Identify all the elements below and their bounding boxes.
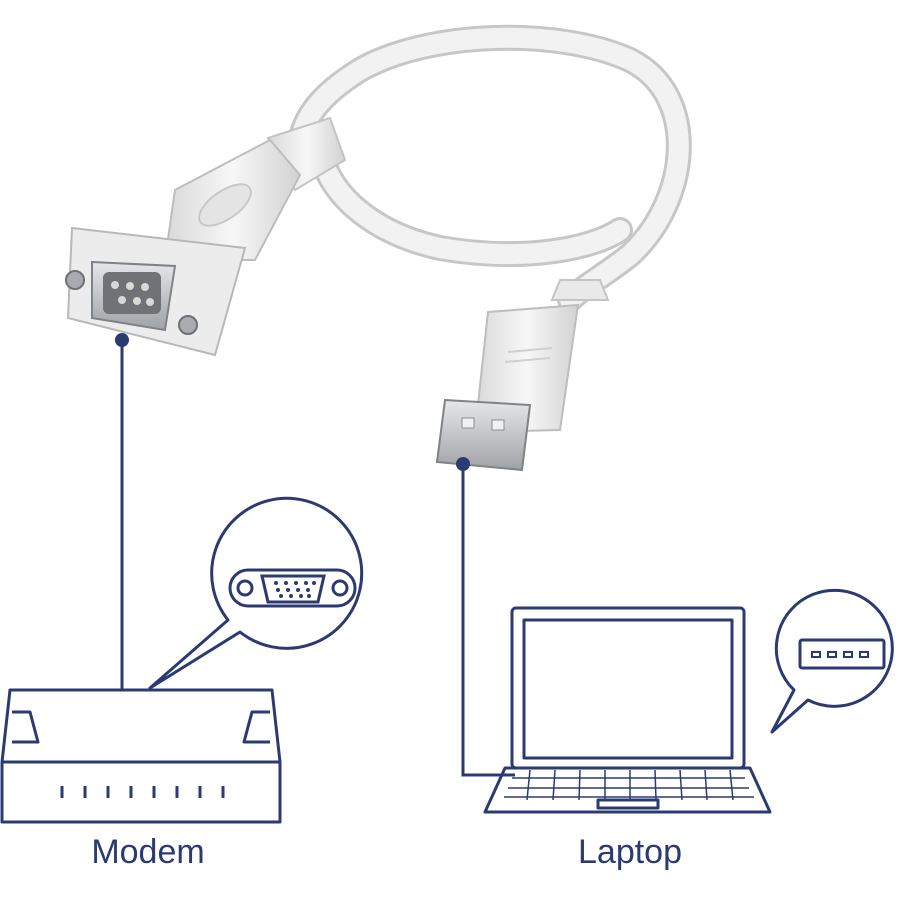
db15-port-icon xyxy=(228,568,357,608)
laptop-icon xyxy=(483,606,772,814)
laptop-connection-line xyxy=(456,457,515,777)
modem-connection-line xyxy=(115,333,129,690)
modem-label: Modem xyxy=(91,833,205,871)
usb-serial-cable xyxy=(287,24,692,313)
db9-serial-connector-icon xyxy=(65,116,347,357)
modem-icon xyxy=(0,688,282,824)
laptop-connection-dot xyxy=(456,457,470,471)
laptop-label: Laptop xyxy=(578,833,682,871)
laptop-port-callout xyxy=(770,588,894,734)
usb-port-icon xyxy=(798,638,886,670)
usb-a-connector-icon xyxy=(435,279,610,472)
modem-connection-dot xyxy=(115,333,129,347)
modem-port-callout xyxy=(148,496,364,690)
